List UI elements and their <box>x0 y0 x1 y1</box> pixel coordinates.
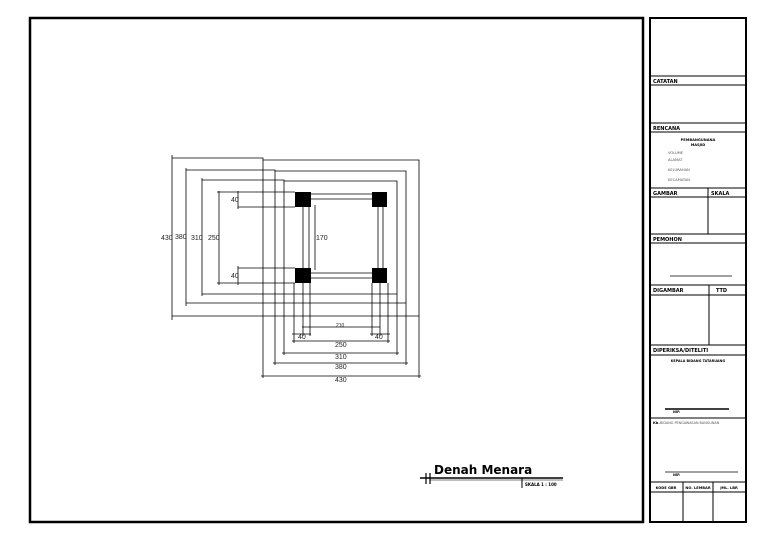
kecamatan-label: KECAMATAN <box>668 178 690 182</box>
dimension-labels: 430 380 310 250 40 170 40 210 40 40 250 … <box>161 197 383 384</box>
skala-label: SKALA <box>711 191 730 197</box>
dim-310-v: 310 <box>191 235 203 242</box>
dim-40-v-top: 40 <box>231 197 239 204</box>
alamat-label: ALAMAT <box>668 158 683 162</box>
gambar-label: GAMBAR <box>653 191 678 197</box>
dim-40-h-left: 40 <box>298 334 306 341</box>
dim-380-v: 380 <box>175 234 187 241</box>
title-block <box>650 75 746 522</box>
dim-210-h: 210 <box>336 323 345 329</box>
dim-40-h-right: 40 <box>375 334 383 341</box>
volume-label: VOLUME <box>668 151 684 155</box>
dim-40-v-bottom: 40 <box>231 273 239 280</box>
nip-1: NIP. <box>673 410 680 414</box>
dim-380-h: 380 <box>335 364 347 371</box>
project-line1: PEMBANGUNANA <box>681 138 716 142</box>
nip-2: NIP. <box>673 473 680 477</box>
project-line2: MASJID <box>691 143 706 147</box>
dim-170-v: 170 <box>316 235 328 242</box>
dim-250-v: 250 <box>208 235 220 242</box>
dim-250-h: 250 <box>335 342 347 349</box>
column <box>372 192 387 207</box>
dim-310-h: 310 <box>335 354 347 361</box>
drawing-title: Denah Menara SKALA 1 : 100 <box>420 463 563 488</box>
kelurahan-label: KELURAHAN <box>668 168 690 172</box>
column <box>372 268 387 283</box>
ttd-label: TTD <box>716 288 727 294</box>
dim-430-h: 430 <box>335 377 347 384</box>
column <box>295 192 311 207</box>
columns <box>295 192 387 283</box>
kabid-label: BIDANG PENGAWASAN BANGUNAN <box>660 421 720 425</box>
title-block-text: CATATAN RENCANA PEMBANGUNANA MASJID VOLU… <box>653 79 738 490</box>
no-lembar-label: NO. LEMBAR <box>685 486 710 490</box>
rencana-label: RENCANA <box>653 126 680 132</box>
jml-lbr-label: JML. LBR <box>719 486 738 490</box>
catatan-label: CATATAN <box>653 79 678 85</box>
digambar-label: DIGAMBAR <box>653 288 684 294</box>
dim-430-v: 430 <box>161 235 173 242</box>
drawing-scale: SKALA 1 : 100 <box>525 482 557 487</box>
kode-gbr-label: KODE GBR <box>656 486 677 490</box>
column <box>295 268 311 283</box>
diperiksa-label: DIPERIKSA/DITELITI <box>653 348 708 354</box>
title-block-frame <box>649 17 747 523</box>
drawing-title-text: Denah Menara <box>434 463 532 477</box>
main-frame <box>28 16 645 524</box>
pemohon-label: PEMOHON <box>653 237 682 243</box>
tower-plan <box>171 155 421 378</box>
kepala-label: KEPALA BIDANG TATARUANG <box>671 359 726 363</box>
kabid-prefix: Kb. <box>653 421 660 425</box>
